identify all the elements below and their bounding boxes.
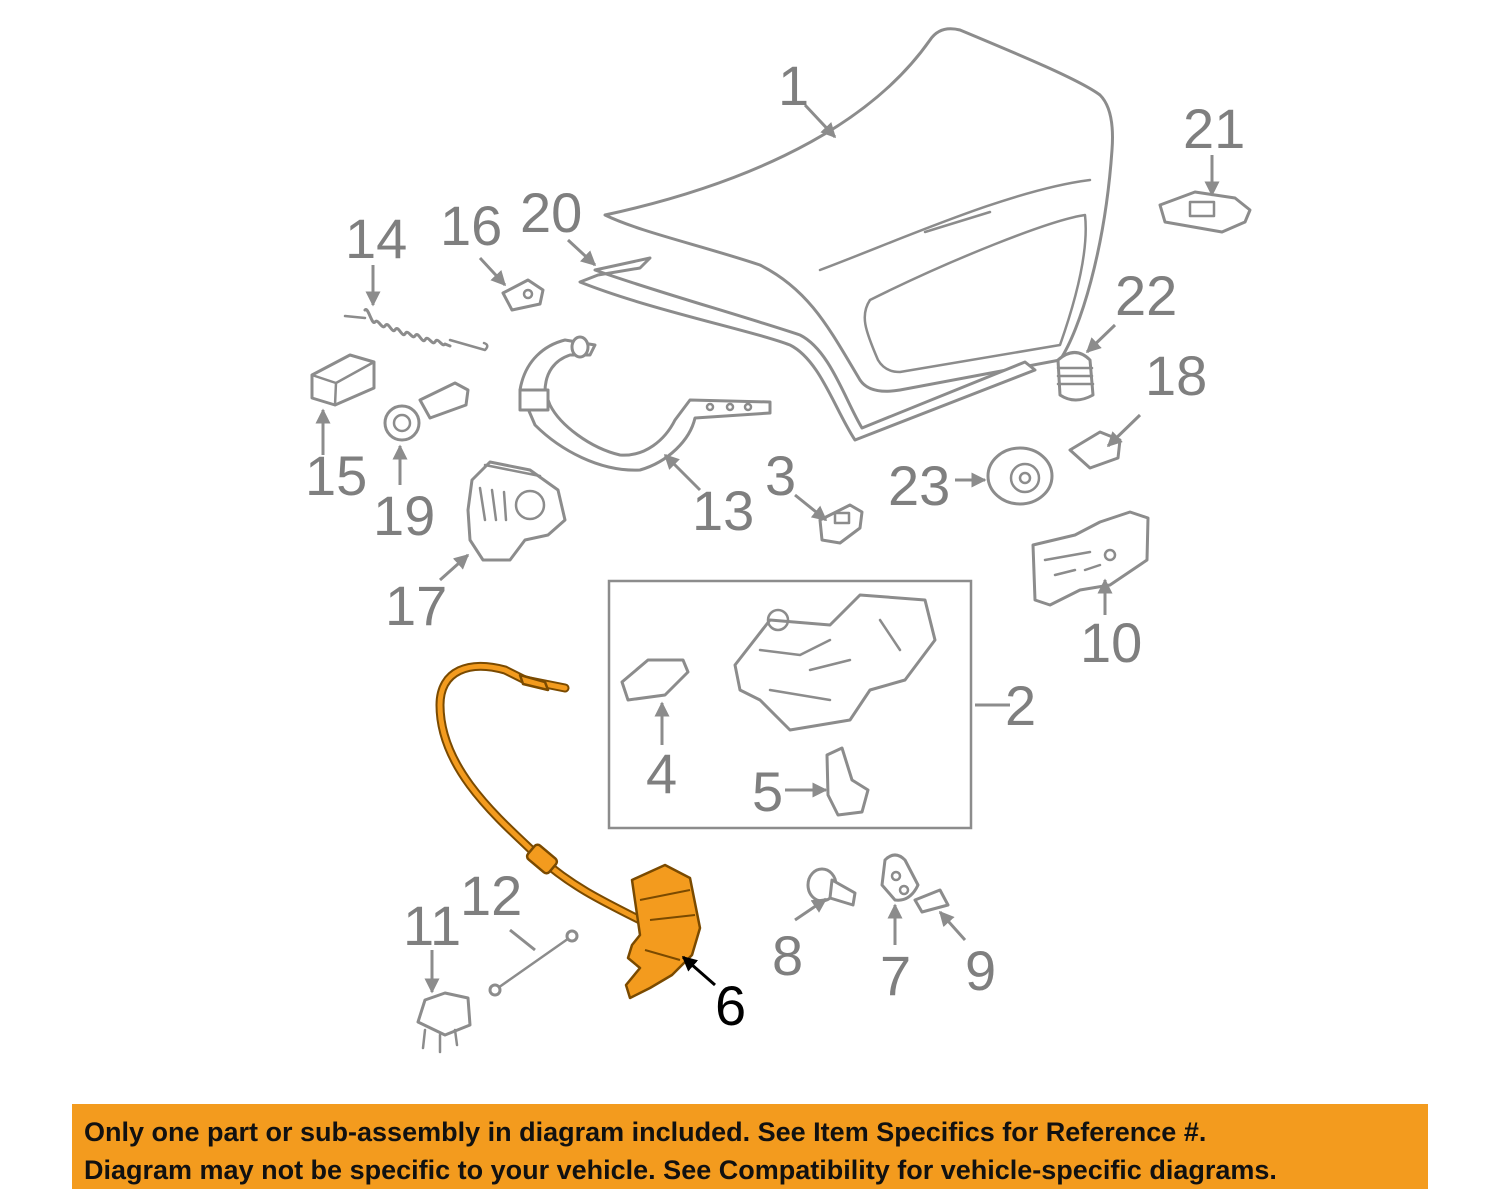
part-lock-housing	[1031, 510, 1150, 607]
part-cap	[1068, 430, 1122, 470]
part-plate	[880, 853, 920, 902]
callout-9: 9	[965, 939, 996, 1002]
part-bolt	[806, 867, 857, 907]
leader-lines	[315, 103, 1220, 994]
callout-11: 11	[403, 894, 461, 957]
part-small-clip	[818, 503, 864, 545]
part-lock-assembly-box	[607, 579, 973, 830]
callout-1: 1	[778, 54, 809, 117]
callout-12: 12	[460, 864, 522, 927]
disclaimer-line-2: Diagram may not be specific to your vehi…	[84, 1155, 1277, 1185]
parts-diagram: 1 2 3 4 5 6 7 8 9 10 11 12 13 14 15 16 1…	[305, 27, 1252, 1054]
callout-4: 4	[646, 742, 677, 805]
part-grommet	[986, 446, 1054, 506]
part-buffer	[1056, 351, 1095, 402]
part-bracket	[466, 460, 567, 562]
callout-22: 22	[1115, 264, 1177, 327]
part-connector	[913, 888, 950, 914]
part-weatherstrip	[578, 256, 1037, 442]
callout-23: 23	[888, 454, 950, 517]
callout-10: 10	[1080, 611, 1142, 674]
callout-15: 15	[305, 444, 367, 507]
callout-8: 8	[772, 924, 803, 987]
callout-6: 6	[715, 974, 746, 1037]
disclaimer-banner: Only one part or sub-assembly in diagram…	[72, 1104, 1428, 1189]
callout-18: 18	[1145, 344, 1207, 407]
disclaimer-line-1: Only one part or sub-assembly in diagram…	[84, 1117, 1207, 1147]
callout-17: 17	[385, 574, 447, 637]
part-rod	[488, 929, 579, 997]
callout-labels: 1 2 3 4 5 6 7 8 9 10 11 12 13 14 15 16 1…	[305, 54, 1245, 1037]
callout-21: 21	[1183, 97, 1245, 160]
callout-16: 16	[440, 194, 502, 257]
part-latch-highlighted	[435, 661, 702, 1000]
callout-20: 20	[520, 181, 582, 244]
part-switch	[1158, 190, 1252, 234]
callout-5: 5	[752, 760, 783, 823]
callout-14: 14	[345, 207, 407, 270]
part-trunk-lid	[603, 27, 1114, 393]
part-hinge	[518, 335, 772, 472]
callout-3: 3	[765, 444, 796, 507]
callout-7: 7	[880, 944, 911, 1007]
callout-13: 13	[692, 479, 754, 542]
part-clip	[383, 381, 470, 442]
part-spring	[343, 308, 489, 352]
part-actuator	[416, 991, 472, 1054]
part-bumper	[501, 278, 545, 312]
part-pad	[310, 353, 376, 407]
callout-19: 19	[373, 484, 435, 547]
callout-2: 2	[1005, 674, 1036, 737]
